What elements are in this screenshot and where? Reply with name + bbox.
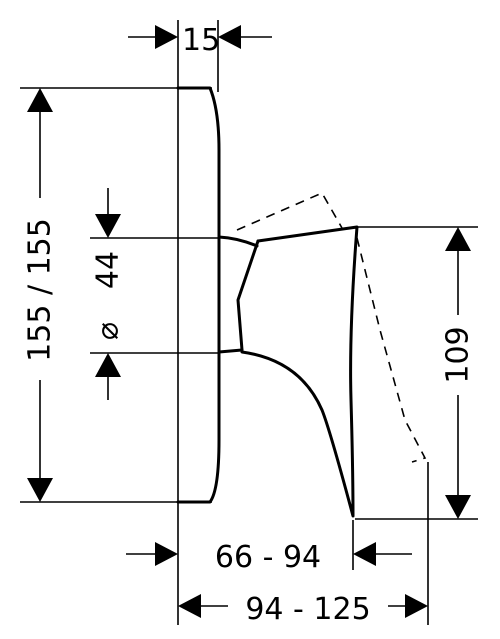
arrow-right-icon — [405, 594, 428, 618]
total-depth-range-label: 94 - 125 — [245, 592, 370, 627]
arrow-up-icon — [95, 353, 121, 377]
dimension-depth-range: 66 - 94 — [126, 540, 412, 575]
lever-height-label: 109 — [441, 326, 476, 383]
dimension-total-depth-range: 94 - 125 — [178, 592, 428, 627]
arrow-down-icon — [27, 478, 53, 502]
wall-plate — [176, 86, 221, 504]
arrow-right-icon — [155, 25, 178, 49]
arrow-up-icon — [27, 88, 53, 112]
dimension-total-height: 155 / 155 — [23, 88, 58, 502]
dimension-lever-height: 109 — [441, 227, 476, 519]
arrow-left-icon — [178, 594, 201, 618]
dimension-diameter: 44 ⌀ — [91, 188, 126, 400]
arrow-left-icon — [218, 25, 241, 49]
total-height-label: 155 / 155 — [23, 218, 58, 362]
arrow-up-icon — [445, 227, 471, 251]
mixer-handle — [217, 225, 359, 518]
extension-lines — [20, 20, 478, 625]
diameter-symbol: ⌀ — [91, 322, 126, 340]
arrow-down-icon — [95, 214, 121, 238]
arrow-left-icon — [353, 542, 376, 566]
depth-range-label: 66 - 94 — [215, 540, 321, 575]
arrow-down-icon — [445, 495, 471, 519]
top-width-label: 15 — [182, 23, 220, 58]
dimension-top-width: 15 — [128, 23, 272, 58]
lever-alternate-position — [236, 191, 427, 463]
diameter-value-label: 44 — [91, 251, 126, 289]
arrow-right-icon — [155, 542, 178, 566]
